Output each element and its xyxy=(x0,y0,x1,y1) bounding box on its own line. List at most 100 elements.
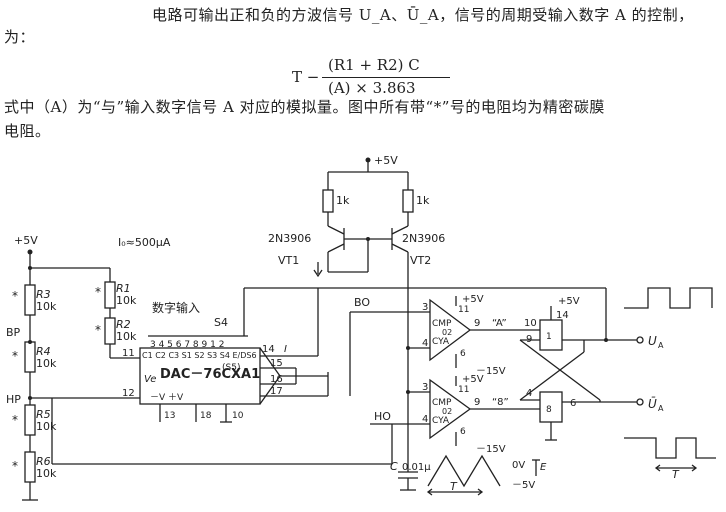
ua-label: U xyxy=(648,334,657,348)
cmp2-pin6: 6 xyxy=(460,427,466,437)
resistor-r4 xyxy=(24,341,36,373)
pin13-label: 13 xyxy=(164,411,175,421)
cmp1-cya: CYA xyxy=(432,337,450,347)
dac-pins-top: 3 4 5 6 7 8 9 1 2 xyxy=(150,340,224,350)
hp-label: HP xyxy=(6,393,21,406)
s5-label: (S5) xyxy=(222,363,240,373)
ff-pin14: 14 xyxy=(556,310,569,321)
rs-flip-flop xyxy=(519,306,644,441)
cap-value: 0.01μ xyxy=(402,462,431,473)
bp-label: BP xyxy=(6,326,21,339)
cmp1-pin3: 3 xyxy=(422,302,428,313)
cmp2-cya: CYA xyxy=(432,416,450,426)
formula-numerator: (R1 + R2) C xyxy=(328,56,420,74)
pin11-label: 11 xyxy=(122,348,135,359)
resistor-1k-left xyxy=(322,189,334,213)
r3-label: R3 xyxy=(36,288,51,301)
comparator-b xyxy=(429,376,540,446)
cmp1-p5: +5V xyxy=(462,294,484,305)
pin15-label: 15 xyxy=(270,358,283,369)
cmp2-pin9: 9 xyxy=(474,397,480,408)
res-1k-left-label: 1k xyxy=(336,194,350,207)
cmp2-m15: －15V xyxy=(476,444,506,455)
cmp2-name: CMP xyxy=(432,398,452,408)
star-r4: * xyxy=(12,349,18,363)
resistor-r3 xyxy=(24,284,36,316)
comparator-inputs xyxy=(349,311,430,491)
pin16-label: 16 xyxy=(270,374,283,385)
pin17-label: 17 xyxy=(270,386,283,397)
formula-denominator: (A) × 3.863 xyxy=(328,79,416,97)
cmp1-pin9: 9 xyxy=(474,318,480,329)
ff-pin4: 4 xyxy=(526,388,532,399)
cmp1-name: CMP xyxy=(432,319,452,329)
ho-label: HO xyxy=(374,410,391,423)
cmp2-pin3: 3 xyxy=(422,382,428,393)
resistor-r6 xyxy=(24,451,36,483)
star-r3: * xyxy=(12,289,18,303)
t-triangle-label: T xyxy=(450,480,458,493)
ff-pin8: 8 xyxy=(546,405,552,415)
comparator-a xyxy=(429,296,540,368)
ve-label: Ve xyxy=(144,374,156,385)
pin12-label: 12 xyxy=(122,388,135,399)
vt2-label: VT2 xyxy=(410,254,431,267)
ff-pin10: 10 xyxy=(524,318,537,329)
r1-value: 10k xyxy=(116,294,137,307)
r4-value: 10k xyxy=(36,357,57,370)
paragraph-note: 式中（A）为“与”输入数字信号 A 对应的模拟量。图中所有带“*”号的电阻均为精… xyxy=(4,98,605,116)
q-left-label: 2N3906 xyxy=(268,232,311,245)
e-label: E xyxy=(540,462,547,473)
cmp1-pin6: 6 xyxy=(460,349,466,359)
s4-label: S4 xyxy=(214,316,228,329)
dac-chip xyxy=(139,287,607,423)
period-formula: T − (R1 + R2) C (A) × 3.863 xyxy=(292,56,462,98)
pin14-label: 14 xyxy=(262,344,275,355)
cap-label: C xyxy=(390,460,398,473)
r2-value: 10k xyxy=(116,330,137,343)
digital-input-label: 数字输入 xyxy=(152,300,200,315)
waveform-uab xyxy=(624,437,716,472)
vt1-label: VT1 xyxy=(278,254,299,267)
supply-left-label: +5V xyxy=(14,234,38,247)
vminus-vplus-label: －V ＋V xyxy=(150,392,184,403)
io-label: I₀≈500μA xyxy=(118,236,171,249)
cmp2-p5: +5V xyxy=(462,374,484,385)
ua-sub: A xyxy=(658,341,664,350)
r6-value: 10k xyxy=(36,467,57,480)
cmp1-num: 02 xyxy=(442,328,452,337)
ff-pin1: 1 xyxy=(546,332,552,342)
resistor-1k-right xyxy=(402,189,414,213)
output-uab-terminal xyxy=(636,398,644,406)
cmp1-m15: －15V xyxy=(476,366,506,377)
r6-label: R6 xyxy=(36,455,51,468)
current-i-label: I xyxy=(284,344,287,355)
r5-value: 10k xyxy=(36,420,57,433)
minus5-label: －5V xyxy=(512,480,535,491)
ff-p5: +5V xyxy=(558,296,580,307)
resistor-r2 xyxy=(104,317,116,345)
current-mirror xyxy=(313,157,414,472)
pin10-label: 10 xyxy=(232,411,244,421)
b-signal-label: “8” xyxy=(492,397,509,408)
formula-lhs: T − xyxy=(292,68,320,86)
zero-v-label: 0V xyxy=(512,460,525,471)
cmp1-pin11: 11 xyxy=(458,305,469,315)
pin18-label: 18 xyxy=(200,411,212,421)
paragraph-intro: 电路可输出正和负的方波信号 U_A、Ū_A，信号的周期受输入数字 A 的控制， xyxy=(152,6,694,24)
ff-pin9: 9 xyxy=(526,334,532,345)
res-1k-right-label: 1k xyxy=(416,194,430,207)
paragraph-intro-cont: 为： xyxy=(4,28,36,46)
cmp2-num: 02 xyxy=(442,407,452,416)
r1-label: R1 xyxy=(116,282,131,295)
star-r2: * xyxy=(95,323,101,337)
cmp1-pin4: 4 xyxy=(422,338,428,349)
level-bar xyxy=(532,459,540,476)
star-r1: * xyxy=(95,285,101,299)
dac-pin-labels: C1 C2 C3 S1 S2 S3 S4 E/DS6 xyxy=(142,351,257,360)
r3-value: 10k xyxy=(36,300,57,313)
ff-pin6: 6 xyxy=(570,398,576,409)
uab-sub: A xyxy=(658,404,664,413)
r5-label: R5 xyxy=(36,408,51,421)
